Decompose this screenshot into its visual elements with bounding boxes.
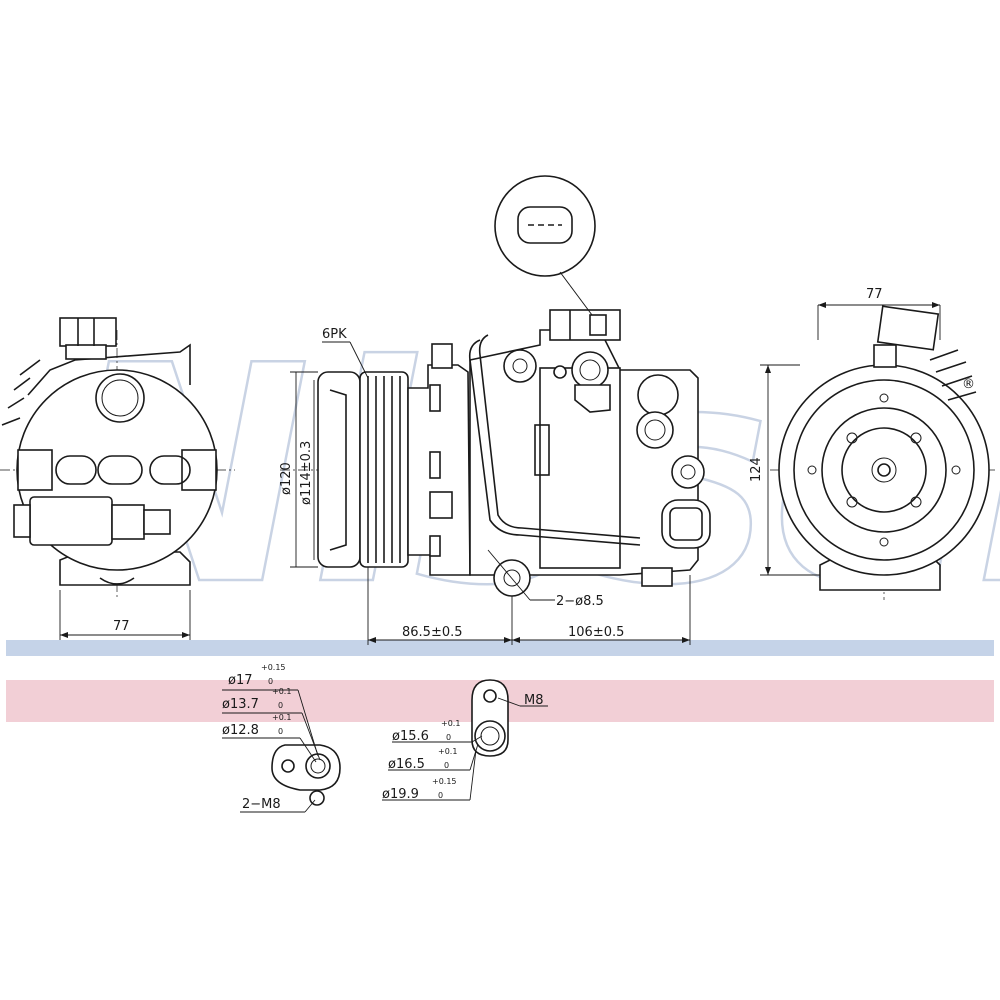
port-right-d3-tol-bot: 0 [438, 791, 443, 800]
left-width-dim: 77 [113, 619, 130, 634]
port-right-d1: ø15.6 [392, 729, 429, 744]
side-view [280, 175, 711, 645]
port-right-d3-tol-top: +0.15 [432, 777, 457, 786]
port-left-d3-tol-top: +0.1 [272, 713, 291, 722]
port-left-d2-tol-bot: 0 [278, 701, 283, 710]
dim-left: 86.5±0.5 [402, 625, 463, 640]
left-end-view [0, 317, 235, 640]
port-right-d2: ø16.5 [388, 757, 425, 772]
port-right-d2-tol-bot: 0 [444, 761, 449, 770]
port-detail-right [382, 679, 548, 801]
port-left-d3-tol-bot: 0 [278, 727, 283, 736]
right-height-dim: 124 [749, 457, 764, 482]
pulley-inner-diameter: ø114±0.3 [299, 441, 314, 505]
mount-holes-label: 2−ø8.5 [556, 594, 604, 609]
port-right-d1-tol-bot: 0 [446, 733, 451, 742]
port-left-d1: ø17 [228, 673, 253, 688]
registered-mark: ® [962, 377, 975, 392]
port-right-d3: ø19.9 [382, 787, 419, 802]
dim-right: 106±0.5 [568, 625, 624, 640]
port-left-d3: ø12.8 [222, 723, 259, 738]
port-left-d1-tol-top: +0.15 [261, 663, 286, 672]
pulley-diameter: ø120 [279, 462, 294, 495]
port-left-d2: ø13.7 [222, 697, 259, 712]
right-end-view [760, 302, 995, 600]
belt-label: 6PK [322, 327, 347, 342]
port-detail-left [222, 689, 341, 813]
port-right-d1-tol-top: +0.1 [441, 719, 460, 728]
port-left-d1-tol-bot: 0 [268, 677, 273, 686]
right-width-dim: 77 [866, 287, 883, 302]
port-right-thread: M8 [524, 693, 544, 708]
watermark-band-blue [6, 640, 994, 656]
port-right-d2-tol-top: +0.1 [438, 747, 457, 756]
port-left-d2-tol-top: +0.1 [272, 687, 291, 696]
port-left-thread: 2−M8 [242, 797, 281, 812]
